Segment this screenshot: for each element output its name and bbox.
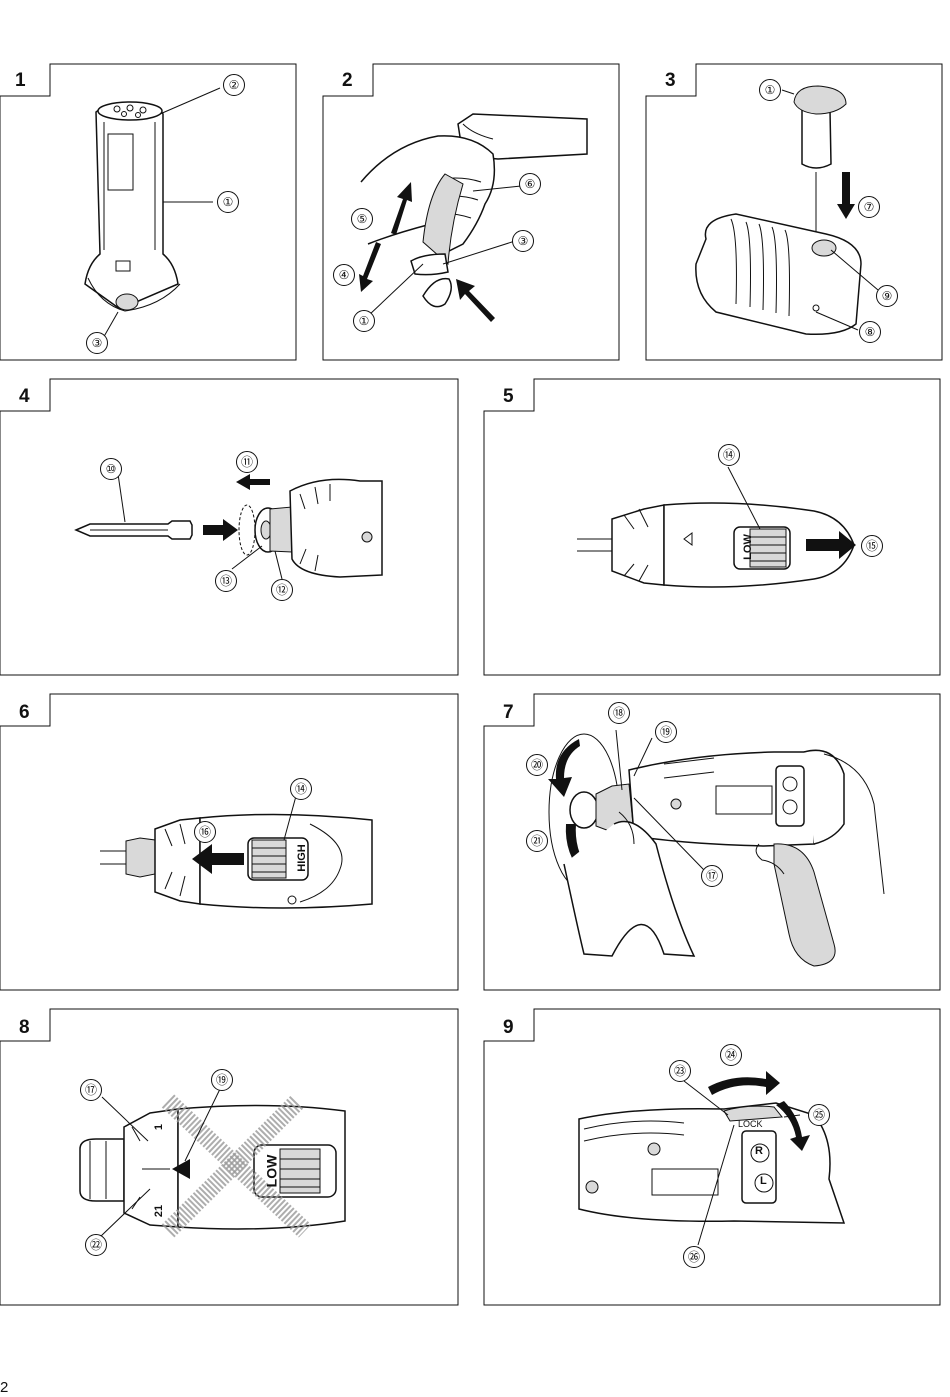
figure-1-frame xyxy=(0,63,297,361)
callout-21: ㉑ xyxy=(526,830,548,852)
figure-1: 1 ② ① ③ xyxy=(0,63,297,361)
callout-14: ⑭ xyxy=(290,778,312,800)
callout-3: ③ xyxy=(86,332,108,354)
callout-16: ⑯ xyxy=(194,821,216,843)
figure-number: 6 xyxy=(19,702,30,723)
callout-8: ⑧ xyxy=(859,321,881,343)
figure-4-frame xyxy=(0,378,459,676)
callout-26: ㉖ xyxy=(683,1246,705,1268)
figure-number: 5 xyxy=(503,386,514,407)
direction-label-l: L xyxy=(760,1175,767,1187)
figure-number: 4 xyxy=(19,386,30,407)
figure-6: 6 ⑭ ⑯ HIGH xyxy=(0,693,459,991)
page-number: 2 xyxy=(0,1379,9,1396)
direction-label-r: R xyxy=(755,1145,763,1157)
figure-3: 3 ① ⑦ ⑨ ⑧ xyxy=(645,63,944,361)
figure-7: 7 ⑱ ⑲ ⑳ ㉑ ⑰ xyxy=(483,693,943,991)
lock-label: LOCK xyxy=(738,1119,763,1129)
callout-17: ⑰ xyxy=(701,865,723,887)
callout-6: ⑥ xyxy=(519,173,541,195)
figure-number: 9 xyxy=(503,1017,514,1038)
callout-1: ① xyxy=(353,310,375,332)
callout-7: ⑦ xyxy=(858,196,880,218)
figure-2-frame xyxy=(322,63,620,361)
callout-10: ⑩ xyxy=(100,458,122,480)
switch-label-low: LOW xyxy=(741,534,754,560)
figure-3-frame xyxy=(645,63,943,361)
callout-5: ⑤ xyxy=(351,208,373,230)
callout-1: ① xyxy=(217,191,239,213)
figure-number: 1 xyxy=(15,70,26,91)
torque-label-21: 21 xyxy=(153,1204,166,1218)
callout-11: ⑪ xyxy=(236,451,258,473)
callout-2: ② xyxy=(223,74,245,96)
figure-9-frame xyxy=(483,1008,941,1306)
callout-22: ㉒ xyxy=(85,1234,107,1256)
figure-7-frame xyxy=(483,693,941,991)
figure-5-frame xyxy=(483,378,941,676)
figure-5: 5 ⑭ ⑮ LOW xyxy=(483,378,943,676)
callout-25: ㉕ xyxy=(808,1104,830,1126)
callout-12: ⑫ xyxy=(271,579,293,601)
figure-9: 9 ㉔ ㉓ ㉕ ㉖ LOCK R L xyxy=(483,1008,943,1306)
callout-18: ⑱ xyxy=(608,702,630,724)
callout-4: ④ xyxy=(333,264,355,286)
callout-24: ㉔ xyxy=(720,1044,742,1066)
callout-1: ① xyxy=(759,79,781,101)
figure-number: 3 xyxy=(665,70,676,91)
callout-13: ⑬ xyxy=(215,570,237,592)
figure-2: 2 ⑥ ⑤ ③ ④ ① xyxy=(322,63,620,361)
figure-number: 8 xyxy=(19,1017,30,1038)
callout-15: ⑮ xyxy=(861,535,883,557)
switch-label-low: LOW xyxy=(263,1154,280,1188)
callout-17: ⑰ xyxy=(80,1079,102,1101)
callout-19: ⑲ xyxy=(211,1069,233,1091)
figure-6-frame xyxy=(0,693,459,991)
callout-19: ⑲ xyxy=(655,721,677,743)
callout-23: ㉓ xyxy=(669,1060,691,1082)
figure-4: 4 ⑩ ⑪ ⑬ ⑫ xyxy=(0,378,459,676)
switch-label-high: HIGH xyxy=(295,844,308,872)
callout-9: ⑨ xyxy=(876,285,898,307)
figure-8: 8 ⑰ ⑲ ㉒ LOW 1 21 xyxy=(0,1008,459,1306)
callout-14: ⑭ xyxy=(718,444,740,466)
torque-label-1: 1 xyxy=(153,1123,166,1131)
figure-number: 7 xyxy=(503,702,514,723)
callout-3: ③ xyxy=(512,230,534,252)
figure-number: 2 xyxy=(342,70,353,91)
callout-20: ⑳ xyxy=(526,754,548,776)
figure-8-frame xyxy=(0,1008,459,1306)
